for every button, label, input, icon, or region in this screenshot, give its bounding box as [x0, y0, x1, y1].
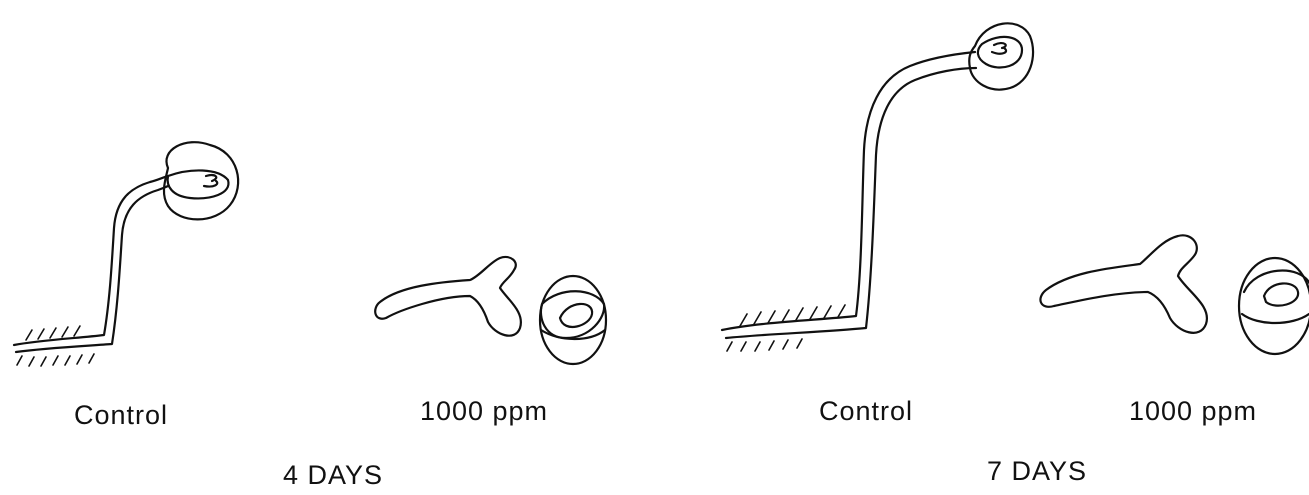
- round-seed-band: [541, 291, 604, 338]
- stem-outline-inner: [16, 186, 168, 352]
- label-4days-control: Control: [74, 400, 168, 431]
- embryo-mark: [204, 175, 217, 186]
- label-7days-control: Control: [819, 396, 913, 427]
- round-seed-hilum: [560, 304, 592, 327]
- round-seed-lines: [1242, 314, 1309, 323]
- label-4days-treated: 1000 ppm: [420, 396, 548, 427]
- cotyledon-inner: [168, 170, 229, 198]
- label-7days-treated: 1000 ppm: [1129, 396, 1257, 427]
- round-seed-band: [1244, 271, 1309, 292]
- root-hairs: [727, 305, 845, 351]
- stem-outline-inner: [726, 68, 976, 338]
- stem-outline: [14, 176, 168, 345]
- seedling-7days-control: [722, 23, 1033, 351]
- cotyledon-inner: [978, 37, 1022, 68]
- period-label-7days: 7 DAYS: [987, 456, 1087, 487]
- round-seed: [540, 276, 606, 364]
- round-seed-hilum: [1264, 283, 1298, 305]
- stem-outline: [722, 52, 975, 330]
- y-shaped-seedling: [375, 257, 521, 336]
- seedling-7days-treated: [1040, 235, 1309, 354]
- period-label-4days: 4 DAYS: [283, 460, 383, 491]
- embryo-mark: [992, 43, 1006, 54]
- cotyledon: [164, 142, 238, 219]
- y-shaped-seedling: [1040, 235, 1207, 333]
- seedling-4days-control: [14, 142, 238, 366]
- seedling-4days-treated: [375, 257, 606, 364]
